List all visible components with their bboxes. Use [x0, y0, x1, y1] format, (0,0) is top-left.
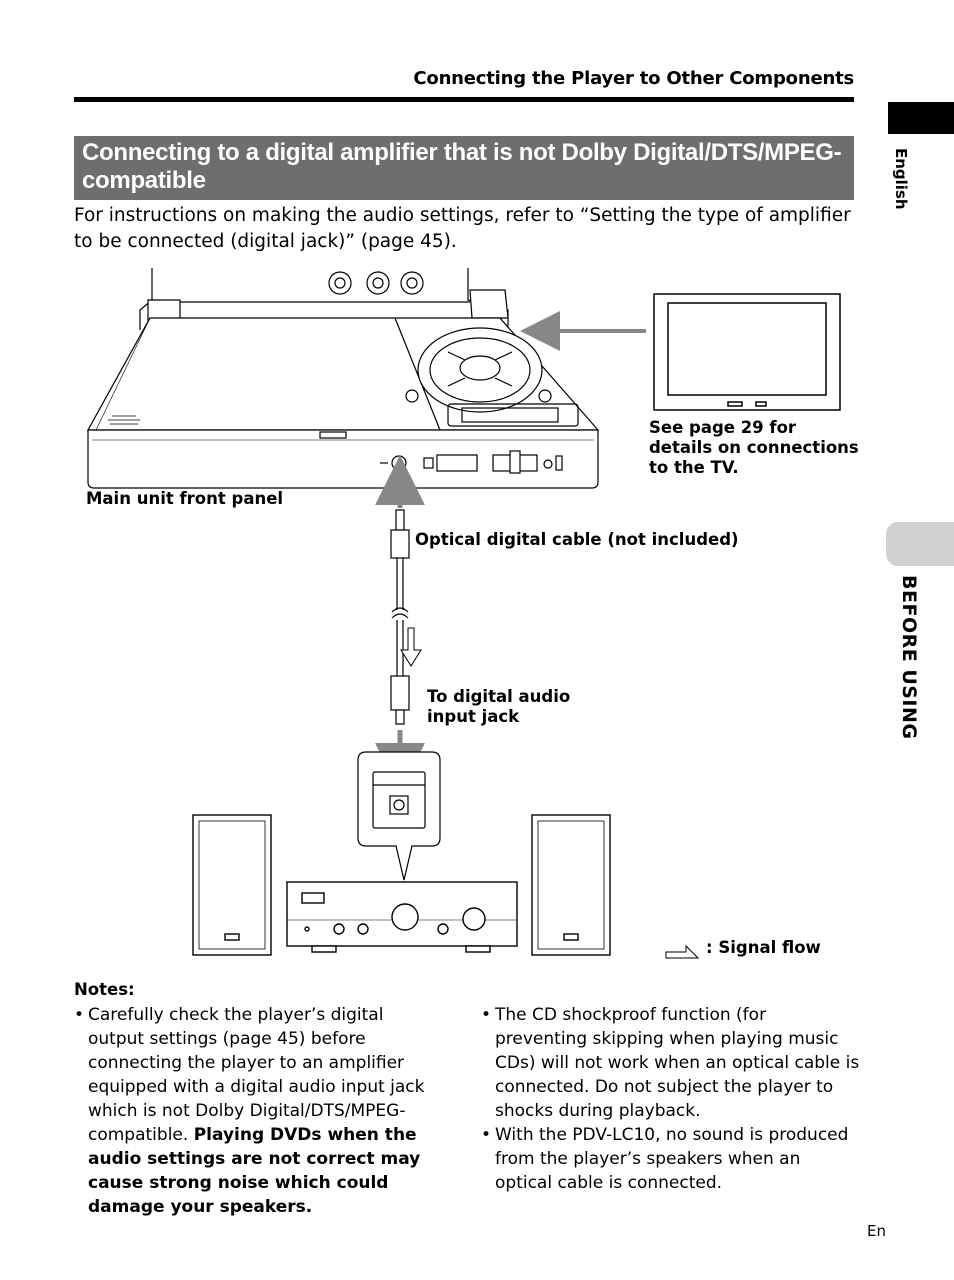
- side-tab-language: English: [892, 148, 910, 210]
- input-jack-label: To digital audio input jack: [427, 687, 571, 726]
- dvd-player-illustration: [86, 268, 600, 489]
- running-head: Connecting the Player to Other Component…: [413, 68, 854, 89]
- note-warning: Playing DVDs when the audio settings are…: [88, 1125, 421, 1217]
- front-panel-label: Main unit front panel: [86, 489, 284, 508]
- note-item: With the PDV-LC10, no sound is produced …: [481, 1123, 861, 1195]
- legend-signal-flow-icon: [665, 944, 700, 959]
- audio-system-illustration: [192, 814, 611, 956]
- side-tab-section-marker: [886, 522, 954, 566]
- cable-label: Optical digital cable (not included): [415, 530, 739, 549]
- side-tab-section-label: BEFORE USING: [898, 575, 920, 740]
- side-tab-marker: [888, 102, 954, 134]
- notes-heading: Notes:: [74, 980, 135, 999]
- note-text: Carefully check the player’s digital out…: [88, 1005, 425, 1145]
- notes-left-column: Carefully check the player’s digital out…: [74, 1003, 442, 1219]
- section-title: Connecting to a digital amplifier that i…: [74, 136, 854, 200]
- tv-illustration: [653, 293, 841, 411]
- signal-flow-arrow: [400, 627, 422, 667]
- header-rule: [74, 97, 854, 102]
- jack-callout: [357, 751, 441, 881]
- note-text: With the PDV-LC10, no sound is produced …: [495, 1125, 849, 1193]
- intro-paragraph: For instructions on making the audio set…: [74, 205, 851, 252]
- signal-flow-label: : Signal flow: [706, 938, 821, 957]
- notes-right-column: The CD shockproof function (for preventi…: [481, 1003, 861, 1195]
- note-item: Carefully check the player’s digital out…: [74, 1003, 442, 1219]
- page-number: En: [867, 1222, 886, 1240]
- tv-note-label: See page 29 for details on connections t…: [649, 418, 859, 477]
- note-item: The CD shockproof function (for preventi…: [481, 1003, 861, 1123]
- note-text: The CD shockproof function (for preventi…: [495, 1005, 860, 1121]
- optical-cable-illustration: [390, 473, 410, 725]
